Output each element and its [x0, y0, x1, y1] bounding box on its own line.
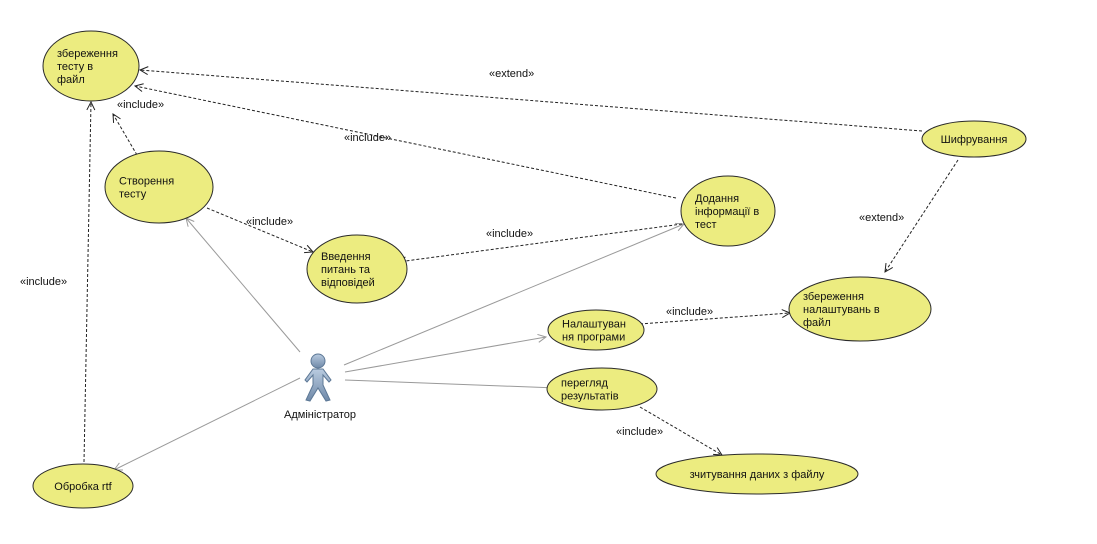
association-admin-view_results [344, 379, 557, 388]
association-layer [114, 218, 684, 470]
use-case-label: Створення [119, 176, 174, 188]
use-case-label: тесту [119, 189, 147, 201]
use-case-label: зчитування даних з файлу [690, 469, 825, 481]
use-case-label: результатів [561, 391, 619, 403]
extend-label: «extend» [489, 68, 534, 80]
include-edge-add_info-enter_questions [398, 223, 683, 262]
association-admin-settings [344, 337, 546, 373]
use-case-label: Налаштуван [562, 319, 626, 331]
extend-edge-encrypt-save_test [140, 70, 923, 132]
use-case-ellipse[interactable] [32, 463, 134, 509]
use-case-ellipse[interactable] [546, 367, 658, 411]
include-label: «include» [666, 306, 713, 318]
association-admin-create_test [186, 218, 301, 353]
use-case-label: Обробка rtf [54, 481, 112, 493]
use-case-label: Введення [321, 251, 371, 263]
use-case-label: Шифрування [941, 134, 1008, 146]
extend-edge-encrypt-save_settings [885, 159, 959, 272]
use-case-ellipse[interactable] [655, 453, 859, 495]
use-case-label: налаштувань в [803, 304, 880, 316]
use-case-ellipse[interactable] [104, 150, 214, 224]
use-case-encrypt[interactable]: Шифрування [921, 120, 1027, 158]
use-case-label: питань та [321, 264, 371, 276]
actor-layer: Адміністратор [284, 353, 356, 421]
extend-label: «extend» [859, 212, 904, 224]
include-edge-rtf-save_test [83, 102, 91, 463]
include-label: «include» [486, 228, 533, 240]
use-case-label: файл [57, 74, 85, 86]
include-edge-create_test-enter_questions [206, 207, 313, 252]
association-admin-add_info [343, 224, 684, 366]
include-label: «include» [117, 99, 164, 111]
use-case-label: Додання [695, 193, 739, 205]
include-edge-add_info-save_test [135, 86, 677, 199]
actor-figure-icon [304, 353, 332, 402]
use-case-ellipse[interactable] [788, 276, 932, 342]
use-case-read-data[interactable]: зчитування даних з файлу [655, 453, 859, 495]
include-edge-create_test-save_test [113, 114, 138, 156]
include-label: «include» [246, 216, 293, 228]
actor-administrator[interactable]: Адміністратор [284, 353, 356, 421]
use-case-ellipse[interactable] [547, 309, 645, 351]
use-case-label: інформації в [695, 206, 759, 218]
dependency-layer: «include» «include» «extend» «include» «incl… [20, 68, 959, 463]
use-case-ellipse[interactable] [306, 234, 408, 304]
use-case-rtf[interactable]: Обробка rtf [32, 463, 134, 509]
include-edge-settings-save_settings [639, 313, 790, 325]
use-case-ellipse[interactable] [42, 30, 140, 102]
association-admin-rtf [114, 377, 301, 470]
use-case-label: тест [695, 219, 717, 231]
use-case-label: ня програми [562, 332, 625, 344]
use-case-label: відповідей [321, 277, 375, 289]
use-case-ellipse[interactable] [921, 120, 1027, 158]
use-case-label: збереження [803, 291, 864, 303]
use-case-label: перегляд [561, 378, 608, 390]
use-case-label: файл [803, 317, 831, 329]
include-label: «include» [344, 132, 391, 144]
actor-label: Адміністратор [284, 409, 356, 421]
include-edge-view_results-read_data [639, 406, 722, 455]
include-label: «include» [20, 276, 67, 288]
use-case-ellipse[interactable] [680, 175, 776, 247]
use-case-label: збереження [57, 48, 118, 60]
include-label: «include» [616, 426, 663, 438]
use-case-label: тесту в [57, 61, 93, 73]
